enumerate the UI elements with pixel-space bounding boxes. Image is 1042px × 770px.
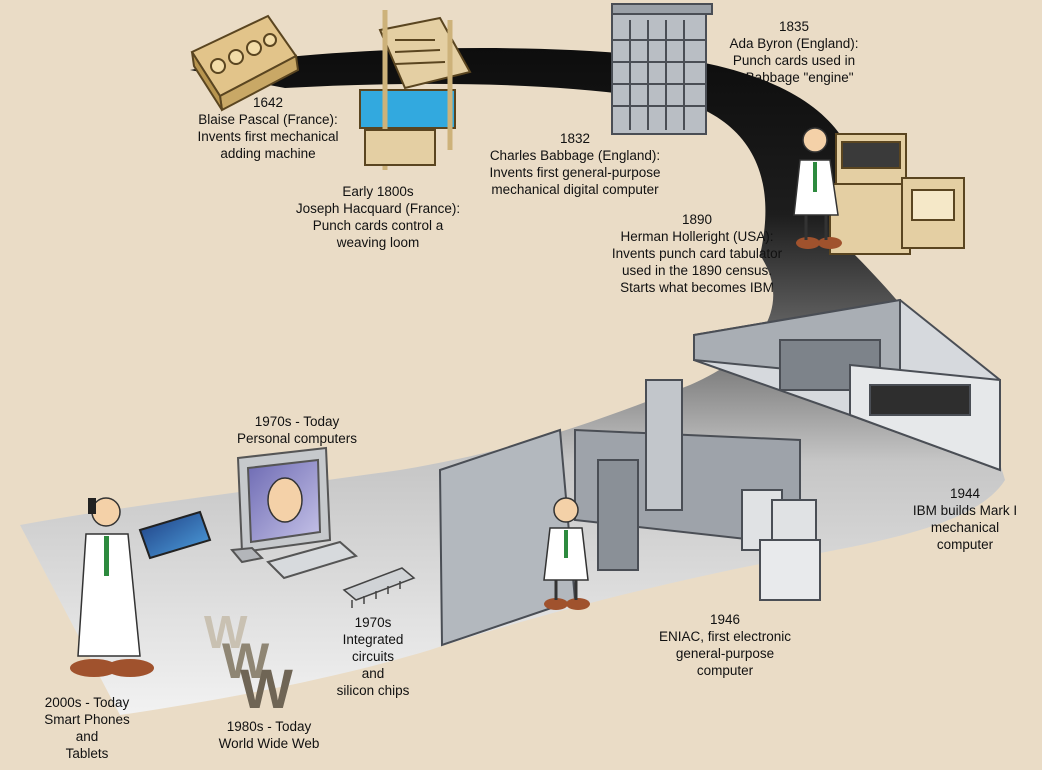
- event-line: Starts what becomes IBM: [620, 280, 774, 295]
- event-year: 1835: [778, 19, 810, 34]
- event-line: and: [75, 729, 99, 744]
- svg-text:W: W: [240, 657, 293, 720]
- event-year: 1946: [709, 612, 741, 627]
- event-line: Tablets: [65, 746, 109, 761]
- pascal-adding-machine: [190, 14, 300, 112]
- jacquard-loom: [359, 10, 472, 170]
- event-line: Invents first general-purpose: [489, 165, 661, 180]
- event-year: 1890: [681, 212, 713, 227]
- ibm-mark-1: [693, 298, 1001, 472]
- hollerith-tabulator: [829, 133, 965, 255]
- event-line: Joseph Hacquard (France):: [295, 201, 461, 216]
- event-line: IBM builds Mark I: [912, 503, 1018, 518]
- event-line: computer: [936, 537, 994, 552]
- event-line: mechanical: [930, 520, 1000, 535]
- event-year: 1970s - Today: [254, 414, 340, 429]
- event-line: Personal computers: [236, 431, 358, 446]
- event-world-wide-web: 1980s - Today World Wide Web: [194, 718, 344, 752]
- event-year: 1832: [559, 131, 591, 146]
- personal-computer: [230, 446, 359, 580]
- event-line: Invents first mechanical: [197, 129, 339, 144]
- event-line: Punch cards used in: [732, 53, 856, 68]
- silicon-chip: [342, 567, 416, 608]
- event-year: 1642: [252, 95, 284, 110]
- event-integrated-circuits: 1970s Integrated circuits and silicon ch…: [318, 614, 428, 699]
- event-line: Smart Phones: [44, 712, 130, 727]
- event-line: ENIAC, first electronic: [658, 629, 792, 644]
- event-line: Herman Holleright (USA):: [620, 229, 774, 244]
- event-line: and: [361, 666, 385, 681]
- event-eniac: 1946 ENIAC, first electronic general-pur…: [640, 611, 810, 679]
- event-mark1: 1944 IBM builds Mark I mechanical comput…: [898, 485, 1032, 553]
- event-line: weaving loom: [336, 235, 420, 250]
- event-line: computer: [696, 663, 754, 678]
- event-line: World Wide Web: [218, 736, 320, 751]
- event-line: Invents punch card tabulator: [611, 246, 783, 261]
- eniac: [438, 379, 821, 647]
- event-year: 2000s - Today: [44, 695, 130, 710]
- event-year: Early 1800s: [342, 184, 414, 199]
- event-line: used in the 1890 census.: [621, 263, 773, 278]
- scientist-figure-eniac: [543, 497, 590, 610]
- event-line: Charles Babbage (England):: [489, 148, 661, 163]
- event-hollerith: 1890 Herman Holleright (USA): Invents pu…: [592, 211, 802, 296]
- event-line: Integrated: [342, 632, 404, 647]
- event-line: Punch cards control a: [312, 218, 444, 233]
- event-babbage: 1832 Charles Babbage (England): Invents …: [470, 130, 680, 198]
- event-year: 1944: [949, 486, 981, 501]
- event-year: 1980s - Today: [226, 719, 312, 734]
- event-line: Blaise Pascal (France):: [198, 112, 338, 127]
- event-line: Ada Byron (England):: [729, 36, 859, 51]
- svg-text:W: W: [222, 633, 270, 689]
- event-line: general-purpose: [675, 646, 775, 661]
- event-line: mechanical digital computer: [491, 182, 659, 197]
- event-line: a Babbage "engine": [734, 70, 854, 85]
- event-line: silicon chips: [336, 683, 410, 698]
- scientist-figure-1890: [793, 127, 842, 249]
- event-pascal: 1642 Blaise Pascal (France): Invents fir…: [168, 94, 368, 162]
- event-byron: 1835 Ada Byron (England): Punch cards us…: [714, 18, 874, 86]
- world-wide-web-icon: W W W: [204, 606, 293, 720]
- svg-text:W: W: [204, 606, 248, 658]
- event-jacquard: Early 1800s Joseph Hacquard (France): Pu…: [282, 183, 474, 251]
- babbage-engine: [611, 3, 713, 135]
- event-year: 1970s: [354, 615, 392, 630]
- event-smart-phones: 2000s - Today Smart Phones and Tablets: [22, 694, 152, 762]
- event-personal-computers: 1970s - Today Personal computers: [222, 413, 372, 447]
- event-line: circuits: [351, 649, 394, 664]
- scientist-figure-smartphone: [70, 497, 212, 677]
- event-line: adding machine: [220, 146, 316, 161]
